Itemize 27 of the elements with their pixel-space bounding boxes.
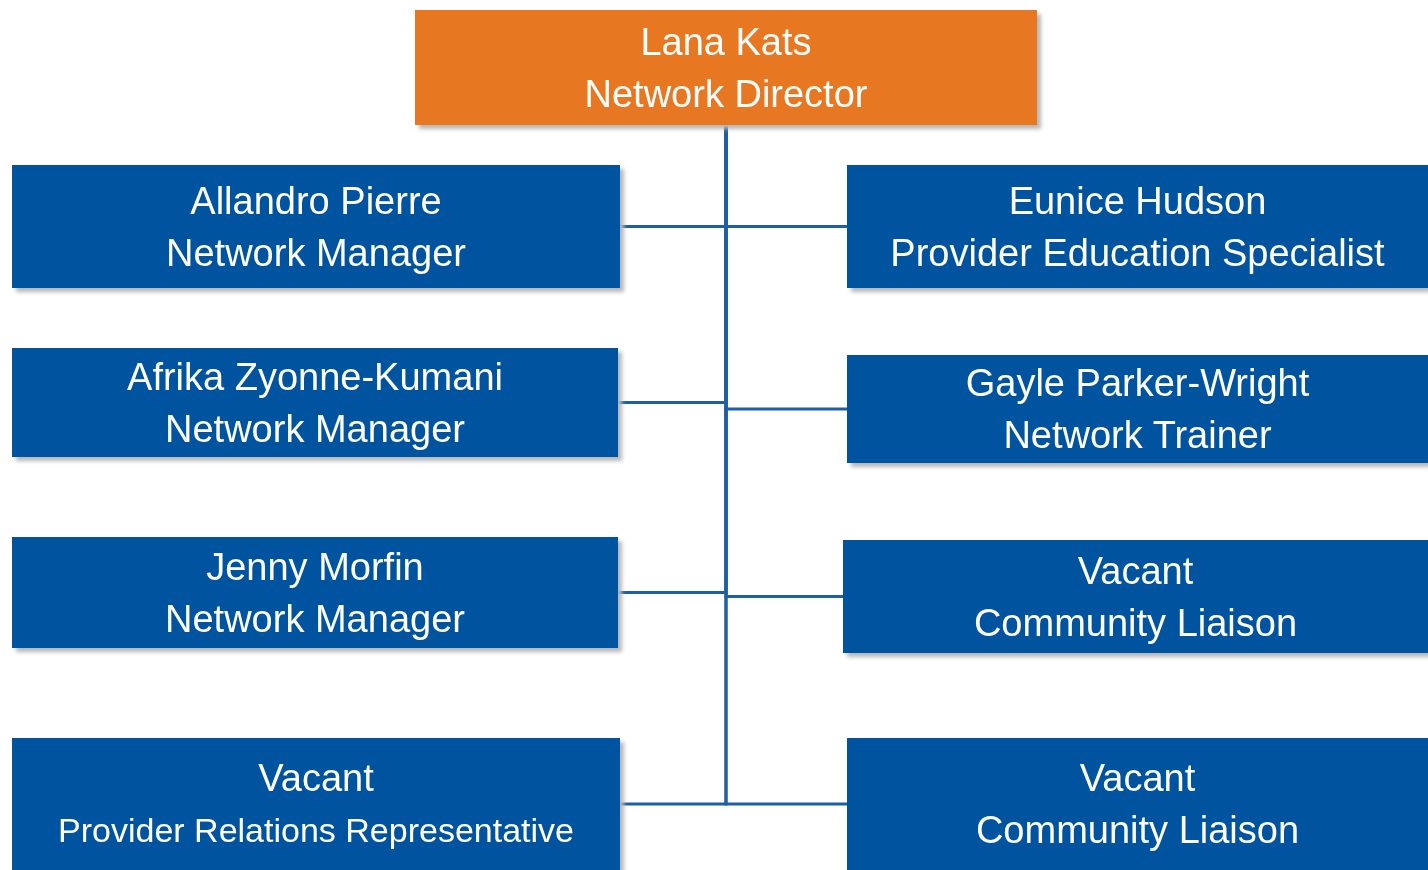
person-name: Vacant bbox=[258, 756, 374, 801]
job-title: Network Manager bbox=[165, 596, 465, 642]
person-name: Gayle Parker-Wright bbox=[965, 361, 1310, 406]
job-title: Network Manager bbox=[165, 406, 465, 452]
job-title: Provider Education Specialist bbox=[890, 230, 1385, 276]
staff-box bbox=[12, 165, 620, 288]
job-title: Community Liaison bbox=[973, 600, 1298, 646]
person-name: Jenny Morfin bbox=[206, 544, 424, 590]
person-name: Vacant bbox=[1077, 548, 1194, 594]
staff-box bbox=[12, 537, 618, 648]
job-title: Community Liaison bbox=[975, 808, 1300, 853]
staff-box bbox=[847, 738, 1428, 870]
person-name: Vacant bbox=[1079, 756, 1196, 801]
director-box bbox=[415, 10, 1037, 125]
staff-box bbox=[12, 348, 618, 457]
person-name: Afrika Zyonne-Kumani bbox=[127, 354, 503, 400]
job-title: Provider Relations Representative bbox=[58, 810, 574, 851]
person-name: Eunice Hudson bbox=[1008, 178, 1267, 224]
job-title: Network Director bbox=[584, 71, 868, 117]
person-name: Allandro Pierre bbox=[190, 178, 442, 224]
staff-box bbox=[843, 540, 1428, 653]
job-title: Network Manager bbox=[166, 230, 466, 276]
staff-box bbox=[847, 355, 1428, 463]
staff-box bbox=[847, 165, 1428, 288]
job-title: Network Trainer bbox=[1003, 413, 1272, 458]
staff-box bbox=[12, 738, 620, 870]
person-name: Lana Kats bbox=[640, 19, 812, 65]
